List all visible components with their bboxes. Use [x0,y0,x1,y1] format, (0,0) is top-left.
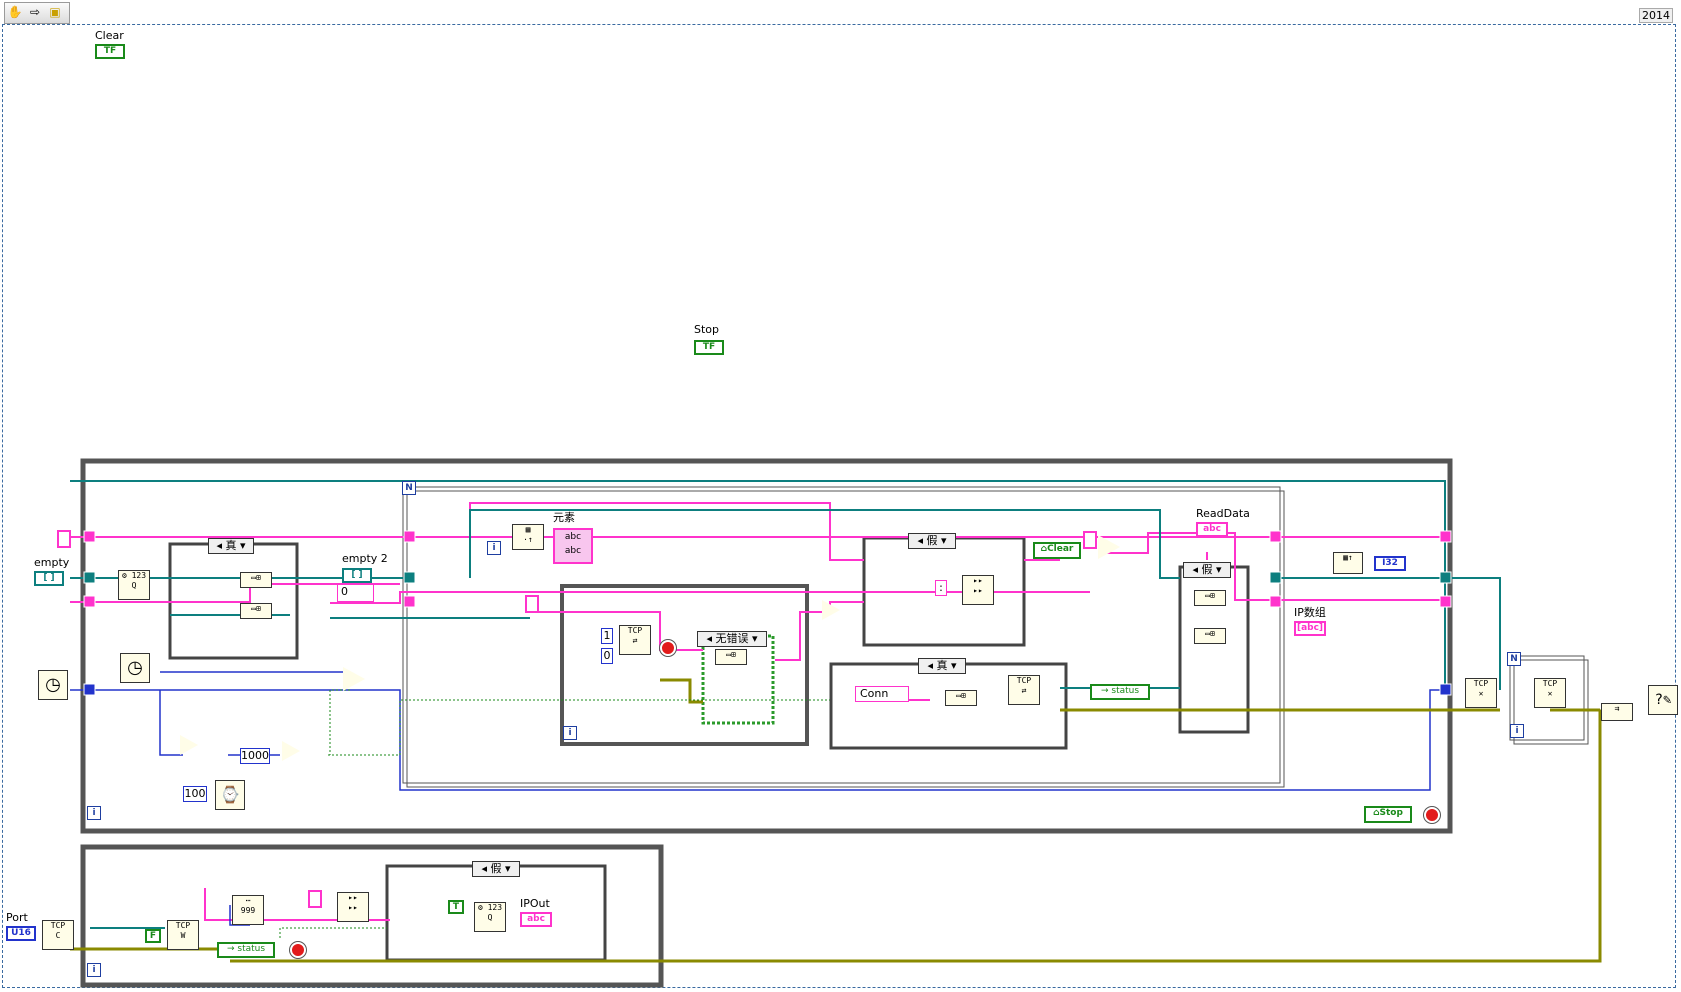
empty-label: empty [34,557,69,569]
tcp-write-node[interactable]: TCP⇄ [1008,675,1040,705]
array-size-node[interactable]: ▦↑ [1333,552,1363,574]
for-loop-iteration: i [487,541,501,555]
tick-count-icon-inner[interactable]: ◷ [120,653,150,683]
select-icon[interactable] [343,667,365,691]
bool-const-false[interactable]: F [145,929,161,943]
inner-while-loop[interactable] [562,586,807,744]
readdata-label: ReadData [1196,508,1250,520]
lower-case-selector[interactable]: ◂ 假 ▾ [472,861,520,877]
string-constant-empty[interactable] [57,530,71,548]
inner-string-const[interactable] [525,595,539,613]
lower-while-loop[interactable] [83,847,661,985]
ipout-label: IPOut [520,898,550,910]
case-true2-value: 真 [937,659,948,672]
concatenate-node-1[interactable]: ▭⊞ [240,572,272,588]
equal-icon[interactable] [822,600,840,620]
empty2-terminal[interactable]: [ ] [342,568,372,583]
status-unbundle[interactable]: → status [1090,684,1150,700]
tcp-close-node-2[interactable]: TCP✕ [1534,678,1566,708]
case-true2-selector[interactable]: ◂ 真 ▾ [918,658,966,674]
ip-to-string-node[interactable]: ⋯999 [232,895,264,925]
const-1[interactable]: 1 [601,628,613,644]
const-100[interactable]: 100 [183,786,207,802]
right-for-loop-iteration: i [1510,724,1524,738]
simple-error-handler-icon[interactable]: ?✎ [1648,685,1678,715]
ip-array-label: IP数组 [1294,607,1326,619]
readdata-indicator[interactable]: abc [1196,522,1228,537]
conn-const[interactable]: Conn [855,686,909,702]
const-1000[interactable]: 1000 [240,748,270,764]
case-false2-value: 假 [1202,563,1213,576]
for-loop-count[interactable]: N [402,481,416,495]
concatenate-node-2[interactable]: ▭⊞ [240,603,272,619]
ip-array-indicator[interactable]: [abc] [1294,621,1326,636]
const-0[interactable]: 0 [601,648,613,664]
lower-status-unbundle[interactable]: → status [217,942,275,958]
stop-local-text: Stop [1380,808,1403,818]
port-terminal[interactable]: U16 [6,926,36,941]
lower-string-const[interactable] [308,890,322,908]
case-noerror-value: 无错误 [716,632,749,645]
tcp-close-node-1[interactable]: TCP✕ [1465,678,1497,708]
case1-selector-value: 真 [226,539,237,552]
select-node-icon[interactable] [1098,535,1120,559]
element-label: 元素 [553,512,575,524]
case-false2-selector[interactable]: ◂ 假 ▾ [1183,562,1231,578]
port-label: Port [6,912,28,924]
tick-count-icon[interactable]: ◷ [38,670,68,700]
clear-local-variable[interactable]: ⌂Clear [1033,542,1081,559]
lower-loop-iteration: i [87,963,101,977]
lower-concat-node[interactable]: ▸▸▸▸ [337,892,369,922]
merge-errors-node[interactable]: ⇉ [1601,703,1633,721]
concat-strings-node[interactable]: ▸▸▸▸ [962,575,994,605]
build-array-node-2[interactable]: ▭⊞ [1194,628,1226,644]
index-array-node[interactable]: ▦·↑ [512,524,544,550]
clear-local-text: Clear [1047,544,1073,554]
subtract-icon[interactable] [180,735,198,755]
tcp-read-node[interactable]: TCP⇄ [619,625,651,655]
case-false1-selector[interactable]: ◂ 假 ▾ [908,533,956,549]
main-loop-stop-icon[interactable] [1424,807,1440,823]
right-for-loop-count: N [1507,652,1521,666]
ipout-indicator[interactable]: abc [520,912,552,927]
concat-noerror-node[interactable]: ▭⊞ [715,649,747,665]
case-noerror-selector[interactable]: ◂ 无错误 ▾ [697,631,767,647]
lower-case-value: 假 [491,862,502,875]
main-loop-iteration: i [87,806,101,820]
select-string-const[interactable] [1083,531,1097,549]
empty2-array-const[interactable]: 0 [337,584,374,602]
empty2-label: empty 2 [342,553,388,565]
colon-const[interactable]: : [935,580,947,596]
i32-indicator[interactable]: I32 [1374,556,1406,571]
empty-terminal[interactable]: [ ] [34,571,64,586]
lower-loop-stop-icon[interactable] [290,942,306,958]
status-text: status [1111,686,1139,696]
greater-than-icon[interactable] [282,741,300,761]
wait-ms-icon[interactable]: ⌚ [215,780,245,810]
case-false1-value: 假 [927,534,938,547]
stop-local-variable[interactable]: ⌂Stop [1364,806,1412,823]
bool-const-true[interactable]: T [448,900,464,914]
case1-selector[interactable]: ◂ 真 ▾ [208,538,254,554]
inner-loop-stop-icon[interactable] [660,640,676,656]
build-array-node-1[interactable]: ▭⊞ [1194,590,1226,606]
inner-loop-iteration: i [563,726,577,740]
lower-status-text: status [237,944,265,954]
concat-conn-node[interactable]: ▭⊞ [945,690,977,706]
